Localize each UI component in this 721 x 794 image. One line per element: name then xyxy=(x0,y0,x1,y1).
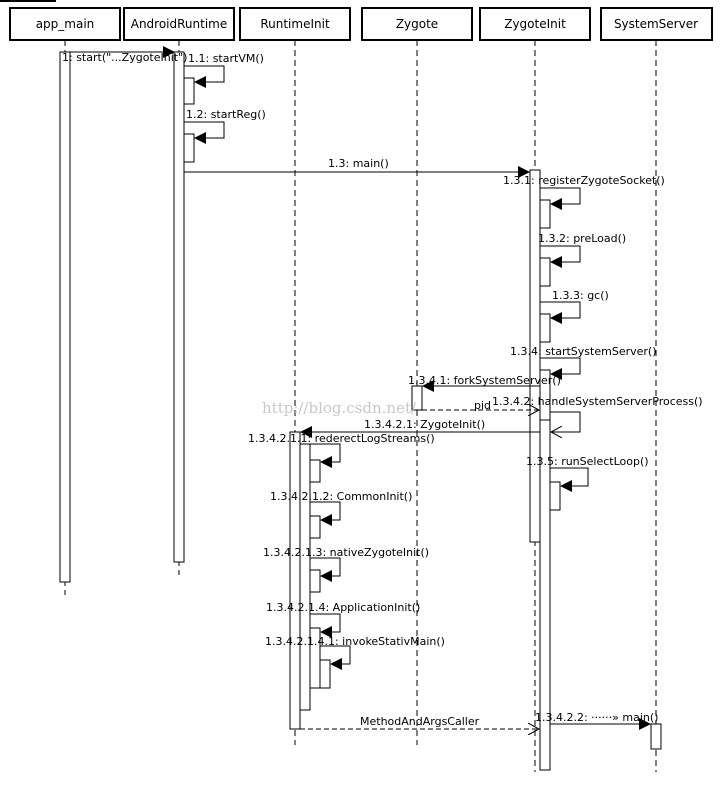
message-label: 1.3.4.2.1.1: rederectLogStreams() xyxy=(248,432,435,445)
message-label: 1.3.4.2.1: ZygoteInit() xyxy=(364,418,485,431)
activation-android-runtime-startreg xyxy=(183,133,195,163)
participant-zygote-init: ZygoteInit xyxy=(479,7,591,41)
message-arrow xyxy=(310,501,341,526)
activation-runtime-init-appinit xyxy=(309,627,321,689)
activation-runtime-init xyxy=(289,431,301,730)
activation-zygote-init-gc xyxy=(539,313,551,343)
message-label: 1.3.2: preLoad() xyxy=(538,232,626,245)
activation-zygote xyxy=(411,385,423,411)
message-label: 1.3.4.2.2: ······» main() xyxy=(535,711,658,724)
message-arrow xyxy=(540,301,581,324)
message-arrow xyxy=(184,65,225,88)
activation-app-main xyxy=(59,51,71,583)
message-arrow xyxy=(540,245,581,268)
participant-android-runtime: AndroidRuntime xyxy=(123,7,235,41)
message-label: 1.3.4.2.1.4.1: invokeStativMain() xyxy=(265,635,445,648)
message-label: pid xyxy=(474,399,491,412)
message-label: MethodAndArgsCaller xyxy=(360,715,480,728)
message-label: 1.3.4.2.1.3: nativeZygoteInit() xyxy=(263,546,429,559)
message-arrow xyxy=(310,613,341,638)
activation-zygote-init-loop xyxy=(549,481,561,511)
message-label: 1.3.3: gc() xyxy=(552,289,609,302)
message-label: 1: start("...ZygoteInit") xyxy=(62,51,187,64)
participant-label: app_main xyxy=(36,17,95,31)
activation-runtime-init-nested xyxy=(299,443,311,711)
activation-runtime-init-log xyxy=(309,459,321,483)
activation-android-runtime-startvm xyxy=(183,77,195,105)
participant-label: Zygote xyxy=(396,17,438,31)
participant-app-main: app_main xyxy=(9,7,121,41)
participant-label: SystemServer xyxy=(614,17,698,31)
message-label: 1.3.4.2.1.4: ApplicationInit() xyxy=(266,601,420,614)
message-arrow xyxy=(550,411,581,432)
participant-runtime-init: RuntimeInit xyxy=(239,7,351,41)
message-arrow xyxy=(550,467,589,492)
activation-zygote-init-register xyxy=(539,199,551,229)
participant-system-server: SystemServer xyxy=(600,7,713,41)
message-label: 1.3.4.2: handleSystemServerProcess() xyxy=(492,395,703,408)
activation-runtime-init-native xyxy=(309,569,321,593)
message-arrow xyxy=(540,357,581,380)
message-label: 1.3.4.2.1.2: CommonInit() xyxy=(270,490,412,503)
message-label: 1.1: startVM() xyxy=(188,52,264,65)
activation-android-runtime xyxy=(173,51,185,563)
participant-label: AndroidRuntime xyxy=(131,17,228,31)
activation-system-server xyxy=(650,723,662,750)
activation-zygote-init-preload xyxy=(539,257,551,287)
message-arrow xyxy=(320,645,351,670)
message-arrow xyxy=(310,557,341,582)
message-label: 1.3.5: runSelectLoop() xyxy=(526,455,649,468)
message-arrow xyxy=(184,121,225,144)
message-arrow xyxy=(310,443,341,468)
message-label: 1.2: startReg() xyxy=(186,108,266,121)
message-label: 1.3.1: registerZygoteSocket() xyxy=(503,174,665,187)
message-arrow xyxy=(540,187,581,210)
activation-zygote-init-handle xyxy=(539,419,551,771)
participant-label: RuntimeInit xyxy=(260,17,330,31)
participant-label: ZygoteInit xyxy=(504,17,566,31)
message-label: 1.3.4.1: forkSystemServer() xyxy=(408,374,561,387)
watermark: http://blog.csdn.net/ xyxy=(262,399,417,417)
message-label: 1.3.4: startSystemServer() xyxy=(510,345,657,358)
message-label: 1.3: main() xyxy=(328,157,389,170)
activation-runtime-init-invoke xyxy=(319,659,331,689)
activation-runtime-init-common xyxy=(309,515,321,539)
participant-zygote: Zygote xyxy=(361,7,473,41)
activation-zygote-init xyxy=(529,169,541,543)
